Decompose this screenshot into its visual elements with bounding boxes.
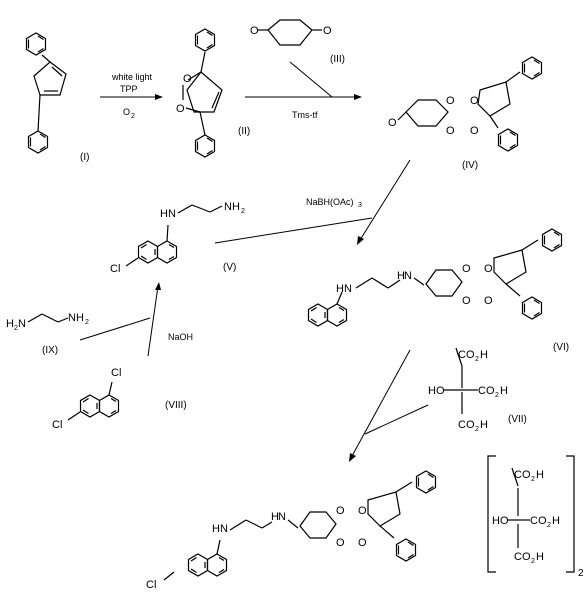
atom-h: H [397, 270, 405, 282]
arrow-to-V [147, 285, 159, 357]
atom-nh2: NH [68, 312, 84, 324]
atom-o: O [446, 125, 455, 137]
atom-co2h-h: H [500, 385, 508, 397]
atom-co2h: CO [458, 349, 475, 361]
compound-I: (I) [25, 32, 89, 163]
compound-VII: CO 2 H HO CO 2 H CO 2 H (VII) [428, 347, 527, 433]
atom-o: O [358, 537, 367, 549]
compound-IV: O O O O O (IV) [388, 56, 543, 171]
compound-IX: H 2 N NH 2 (IX) [6, 312, 89, 356]
atom-h: H [271, 511, 279, 523]
atom-co2h-h: H [536, 469, 544, 481]
reagent-o2-sub: 2 [131, 113, 135, 120]
atom-co2h: CO [478, 385, 495, 397]
atom-co2h-h: H [480, 349, 488, 361]
label-I: (I) [80, 152, 89, 163]
compound-VI: HN H N O O O O (VI) [307, 228, 569, 353]
arrow-VI-product [351, 349, 411, 457]
atom-co2h-sub: 2 [475, 426, 479, 433]
atom-co2h-sub: 2 [495, 392, 499, 399]
atom-hn: HN [336, 283, 352, 295]
atom-co2h: CO [530, 515, 547, 527]
atom-hn: HN [160, 208, 176, 220]
compound-III: O O (III) [250, 19, 345, 65]
reagent-naoh: NaOH [168, 332, 193, 342]
label-VII: (VII) [508, 414, 527, 425]
atom-co2h-h: H [480, 419, 488, 431]
label-VIII: (VIII) [165, 400, 187, 411]
atom-o: O [484, 263, 493, 275]
arrow-IV-VI [359, 159, 411, 241]
atom-cl: Cl [111, 367, 121, 379]
compound-product: HN H N O O O O Cl 2 CO 2 H HO CO 2 H CO [146, 455, 584, 591]
atom-o: O [250, 25, 259, 37]
atom-o: O [336, 505, 345, 517]
atom-o: O [470, 125, 479, 137]
reagent-white-light: white light [111, 72, 153, 82]
atom-co2h-h: H [552, 515, 560, 527]
atom-o: O [176, 103, 185, 115]
label-VI: (VI) [553, 342, 569, 353]
atom-nh2-sub: 2 [241, 208, 245, 215]
atom-co2h-h: H [536, 551, 544, 563]
reagent-o2: O [123, 107, 130, 117]
atom-o: O [323, 25, 332, 37]
salt-stoichiometry: 2 [578, 568, 584, 579]
atom-o: O [462, 263, 471, 275]
label-V: (V) [223, 262, 236, 273]
atom-co2h: CO [514, 469, 531, 481]
atom-co2h: CO [514, 551, 531, 563]
atom-cl: Cl [110, 263, 120, 275]
compound-VIII: Cl Cl (VIII) [52, 367, 187, 431]
atom-n: N [404, 270, 412, 282]
compound-V: HN NH 2 Cl (V) [110, 201, 245, 275]
reagent-nabh: NaBH(OAc) [306, 197, 354, 207]
atom-o: O [470, 95, 479, 107]
reagent-nabh-sub: 3 [358, 202, 362, 209]
atom-co2h-sub: 2 [531, 558, 535, 565]
atom-h2n-sub: 2 [14, 325, 18, 332]
label-II: (II) [238, 126, 250, 137]
atom-ho: HO [428, 385, 445, 397]
atom-nh2: NH [224, 201, 240, 213]
atom-o: O [183, 73, 192, 85]
reagent-tpp: TPP [120, 84, 138, 94]
label-IX: (IX) [42, 345, 58, 356]
atom-co2h-sub: 2 [531, 476, 535, 483]
atom-co2h-sub: 2 [547, 522, 551, 529]
atom-o: O [484, 295, 493, 307]
atom-o: O [358, 505, 367, 517]
reagent-tms-tf: Tms-tf [292, 110, 318, 120]
atom-ho: HO [492, 515, 509, 527]
atom-n: N [278, 511, 286, 523]
atom-hn: HN [212, 523, 228, 535]
atom-co2h: CO [458, 419, 475, 431]
atom-co2h-sub: 2 [475, 356, 479, 363]
atom-h2n: H [6, 318, 14, 330]
atom-o: O [462, 295, 471, 307]
compound-II: O O (II) [176, 28, 250, 158]
atom-o: O [388, 117, 397, 129]
atom-nh2-sub: 2 [85, 319, 89, 326]
label-III: (III) [330, 54, 345, 65]
atom-cl: Cl [146, 579, 156, 591]
atom-o: O [336, 537, 345, 549]
atom-cl: Cl [52, 419, 62, 431]
label-IV: (IV) [462, 160, 478, 171]
atom-o: O [446, 95, 455, 107]
atom-n: N [18, 318, 26, 330]
